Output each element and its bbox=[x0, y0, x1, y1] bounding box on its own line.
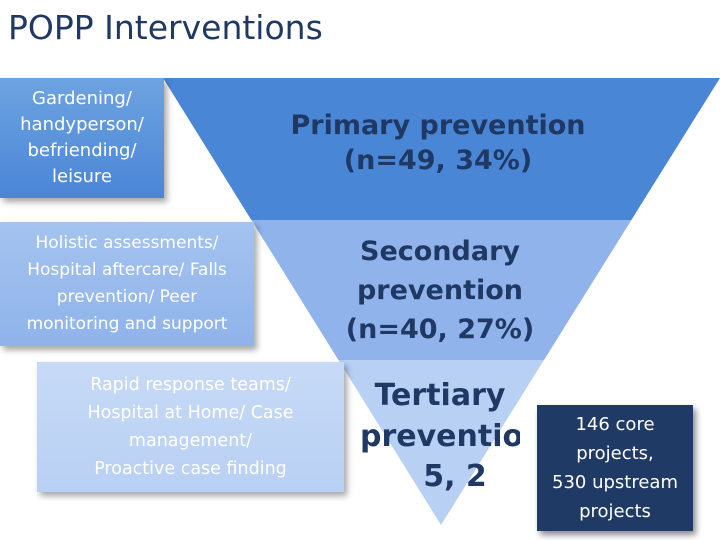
primary-box-line-2: handyperson/ bbox=[20, 113, 144, 135]
primary-level-label: Primary prevention (n=49, 34%) bbox=[268, 108, 608, 178]
secondary-interventions-box: Holistic assessments/ Hospital aftercare… bbox=[0, 222, 254, 346]
summary-line-3: 530 upstream bbox=[552, 472, 678, 493]
tertiary-box-line-4: Proactive case finding bbox=[94, 459, 287, 479]
primary-level-band bbox=[163, 78, 720, 220]
tertiary-label-line-1: Tertiary bbox=[374, 378, 506, 413]
primary-box-line-3: befriending/ bbox=[27, 140, 137, 161]
primary-label-line-2: (n=49, 34%) bbox=[343, 145, 533, 177]
tertiary-interventions-box: Rapid response teams/ Hospital at Home/ … bbox=[37, 362, 344, 492]
tertiary-level-label: Tertiary preventio 5, 2 bbox=[360, 376, 520, 506]
page-title: POPP Interventions bbox=[8, 8, 323, 47]
secondary-box-line-4: monitoring and support bbox=[26, 314, 228, 335]
primary-interventions-box: Gardening/ handyperson/ befriending/ lei… bbox=[0, 78, 164, 198]
project-count-box: 146 core projects, 530 upstream projects bbox=[537, 405, 693, 531]
tertiary-label-line-2: preventio bbox=[360, 418, 520, 454]
primary-box-line-1: Gardening/ bbox=[32, 87, 132, 109]
summary-line-2: projects, bbox=[576, 442, 654, 464]
secondary-box-line-3: prevention/ Peer bbox=[56, 287, 198, 307]
secondary-label-line-2: prevention bbox=[356, 275, 524, 307]
tertiary-box-line-3: management/ bbox=[128, 431, 253, 451]
secondary-box-line-2: Hospital aftercare/ Falls bbox=[27, 259, 227, 280]
primary-label-line-1: Primary prevention bbox=[290, 110, 586, 141]
tertiary-label-line-3: 5, 2 bbox=[423, 459, 487, 494]
secondary-level-label: Secondary prevention (n=40, 27%) bbox=[330, 232, 550, 349]
primary-box-line-4: leisure bbox=[52, 166, 112, 188]
summary-line-4: projects bbox=[579, 501, 651, 523]
secondary-label-line-3: (n=40, 27%) bbox=[345, 314, 535, 346]
summary-line-1: 146 core bbox=[575, 413, 655, 435]
secondary-box-line-1: Holistic assessments/ bbox=[35, 232, 219, 253]
tertiary-box-line-2: Hospital at Home/ Case bbox=[87, 403, 294, 423]
tertiary-box-line-1: Rapid response teams/ bbox=[90, 375, 291, 395]
secondary-label-line-1: Secondary bbox=[360, 236, 520, 267]
